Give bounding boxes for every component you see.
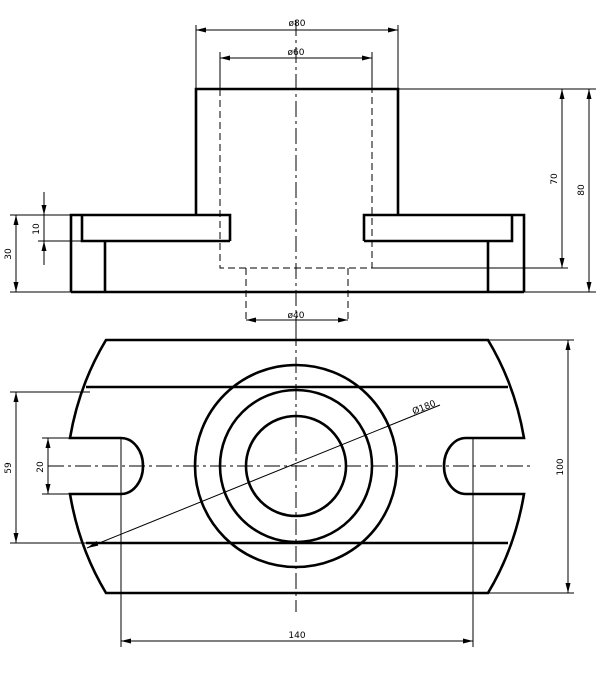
- circle-d40: [244, 414, 348, 518]
- circle-d60: [218, 388, 374, 544]
- dim-d40-label: ø40: [288, 311, 305, 321]
- dim-d60: ø60: [219, 48, 373, 89]
- dim-h30: 30: [4, 214, 71, 293]
- dim-h30-label: 30: [4, 248, 14, 260]
- dim-d80: ø80: [195, 19, 399, 89]
- top-view: 100 59 20 140: [4, 330, 574, 647]
- dim-w140-label: 140: [288, 631, 305, 641]
- dim-d180-label: Ø180: [411, 398, 438, 417]
- dim-h59-label: 59: [4, 462, 14, 474]
- dim-w140: 140: [120, 438, 474, 647]
- circle-d80: [193, 363, 399, 569]
- dim-h70-label: 70: [550, 173, 560, 185]
- flange-step-right: [364, 215, 514, 243]
- dim-d60-label: ø60: [288, 48, 305, 58]
- dim-d80-label: ø80: [289, 19, 306, 29]
- dim-h70: 70: [372, 88, 568, 269]
- dim-w100: 100: [488, 339, 574, 594]
- dim-h10-label: 10: [32, 223, 42, 235]
- dim-h59: 59: [4, 391, 90, 544]
- dim-h20-label: 20: [36, 461, 46, 473]
- dim-h80-label: 80: [577, 184, 587, 196]
- flange-step-left: [80, 215, 230, 243]
- dim-h10: 10: [32, 192, 82, 265]
- dim-h80: 80: [524, 88, 596, 293]
- flange-top-left: [69, 213, 232, 292]
- dim-w100-label: 100: [556, 458, 566, 475]
- front-view: ø80 ø60 ø40 70: [4, 19, 596, 330]
- boss-outline: [194, 87, 400, 215]
- hidden-bore-d60: [219, 89, 373, 269]
- dim-d40: ø40: [246, 311, 348, 323]
- flange-top-right: [362, 213, 526, 292]
- dim-h20: 20: [36, 437, 70, 495]
